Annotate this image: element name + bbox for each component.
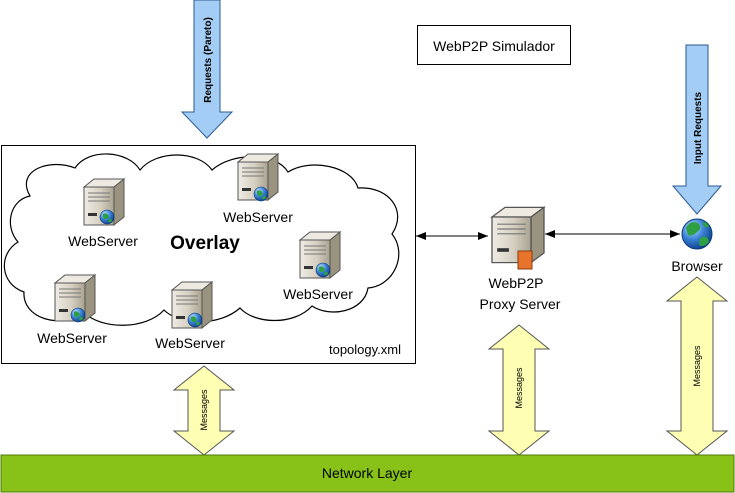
- webserver-4-label: WebServer: [37, 330, 107, 346]
- webserver-5-label: WebServer: [155, 335, 225, 351]
- title-box: [417, 25, 571, 65]
- webserver-3-label: WebServer: [283, 286, 353, 302]
- webserver-2-label: WebServer: [223, 209, 293, 225]
- webserver-1-label: WebServer: [68, 233, 138, 249]
- topology-file-label: topology.xml: [329, 342, 401, 357]
- webserver-5: [171, 281, 213, 329]
- requests-arrow: Requests (Pareto): [180, 0, 234, 139]
- requests-arrow-label: Requests (Pareto): [203, 17, 214, 103]
- firewall-icon: [517, 250, 533, 270]
- webserver-1: [83, 178, 125, 226]
- webserver-3: [299, 231, 341, 279]
- webserver-4: [54, 274, 96, 323]
- title-text: WebP2P Simulador: [433, 38, 555, 54]
- globe-icon: [187, 312, 203, 328]
- globe-icon: [70, 307, 86, 323]
- proxy-label-line1: WebP2P: [489, 275, 544, 291]
- globe-icon: [315, 262, 331, 278]
- messages-label-right: Messages: [692, 345, 702, 387]
- input-requests-arrow-label: Input Requests: [693, 91, 704, 164]
- globe-icon: [253, 186, 269, 202]
- input-requests-arrow: Input Requests: [671, 44, 723, 215]
- overlay-label: Overlay: [170, 233, 240, 254]
- globe-icon: [99, 209, 115, 225]
- messages-label-left: Messages: [199, 389, 209, 431]
- browser-label: Browser: [671, 258, 723, 274]
- messages-label-middle: Messages: [514, 367, 524, 409]
- proxy-server: [491, 206, 545, 270]
- proxy-label-line2: Proxy Server: [480, 296, 561, 312]
- network-layer-label: Network Layer: [322, 465, 413, 481]
- messages-arrow-right: Messages: [665, 276, 729, 456]
- messages-arrow-middle: Messages: [487, 324, 551, 456]
- network-layer-bar: [0, 454, 735, 493]
- webserver-2: [237, 153, 279, 202]
- browser-globe-icon: [681, 218, 713, 250]
- messages-arrow-left: Messages: [172, 365, 236, 456]
